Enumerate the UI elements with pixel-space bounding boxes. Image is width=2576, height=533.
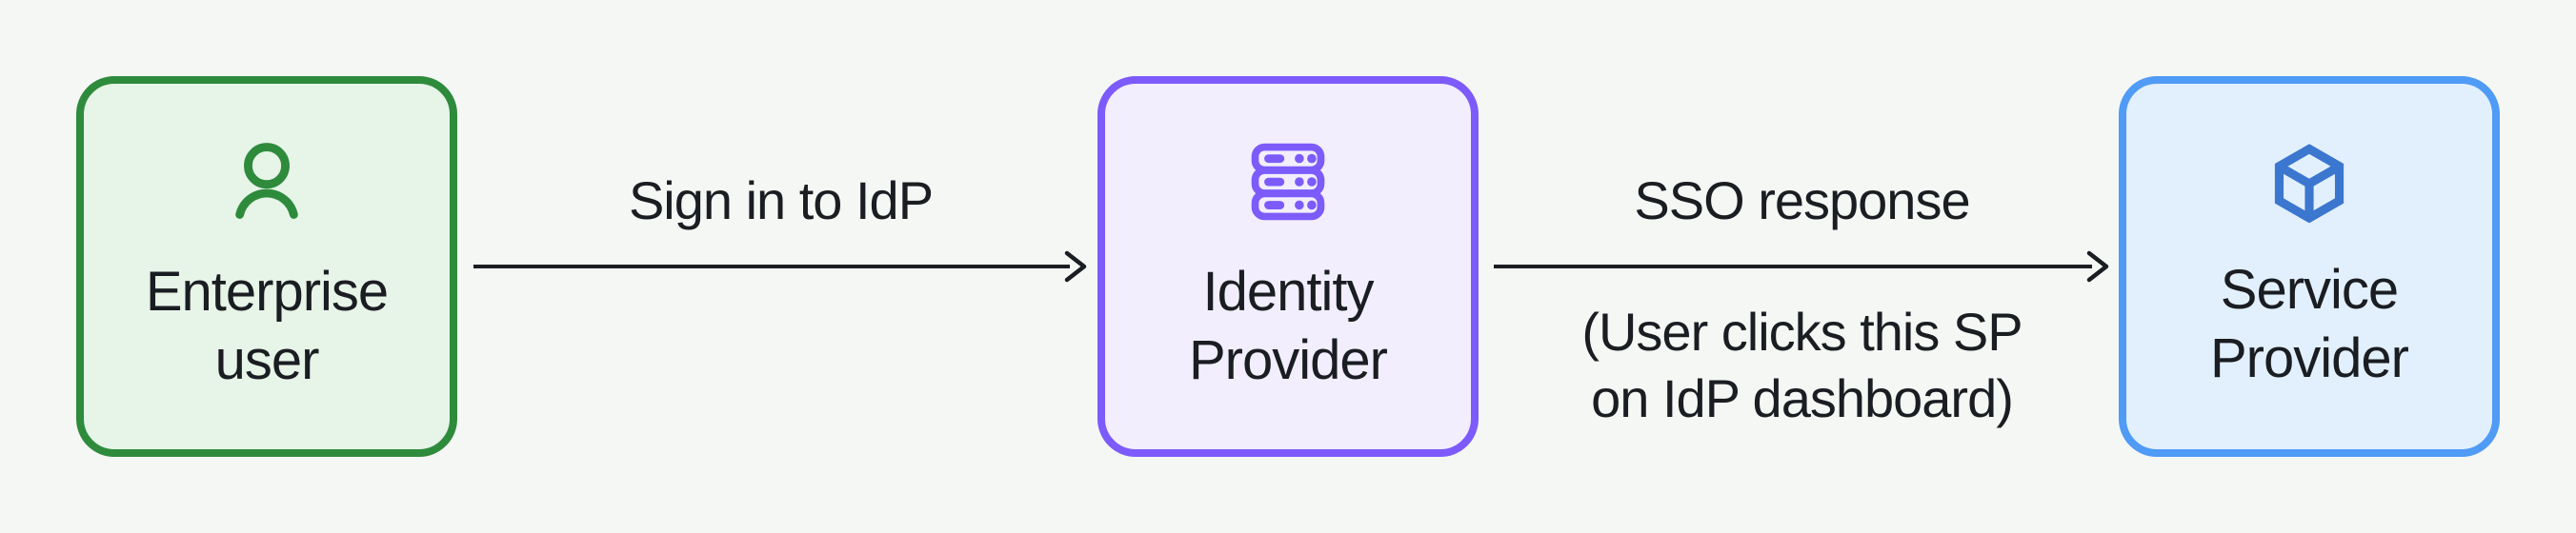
node-label: Service Provider: [2210, 256, 2409, 393]
node-label-line: Provider: [2210, 327, 2409, 389]
edge-sublabel-sso-response: (User clicks this SP on IdP dashboard): [1487, 299, 2117, 432]
node-label-line: Enterprise: [145, 261, 389, 323]
server-icon: [1251, 143, 1325, 221]
cube-icon: [2274, 144, 2345, 224]
edge-label-sign-in-to-idp: Sign in to IdP: [628, 170, 934, 230]
node-label: Enterprise user: [145, 258, 389, 395]
node-label-line: Identity: [1202, 261, 1374, 323]
edge-sublabel-line: (User clicks this SP: [1581, 302, 2023, 362]
edge-sublabel-line: on IdP dashboard): [1591, 368, 2014, 428]
node-label-line: Provider: [1189, 329, 1388, 391]
node-label: Identity Provider: [1189, 258, 1388, 395]
edge-label-sso-response: SSO response: [1634, 170, 1970, 230]
arrow-right-icon: [473, 250, 1087, 283]
node-label-line: user: [214, 329, 320, 391]
node-label-line: Service: [2220, 259, 2399, 321]
user-icon: [235, 143, 298, 219]
node-service-provider: Service Provider: [2119, 76, 2500, 457]
arrow-right-icon: [1494, 250, 2109, 283]
node-enterprise-user: Enterprise user: [76, 76, 457, 457]
node-identity-provider: Identity Provider: [1097, 76, 1479, 457]
